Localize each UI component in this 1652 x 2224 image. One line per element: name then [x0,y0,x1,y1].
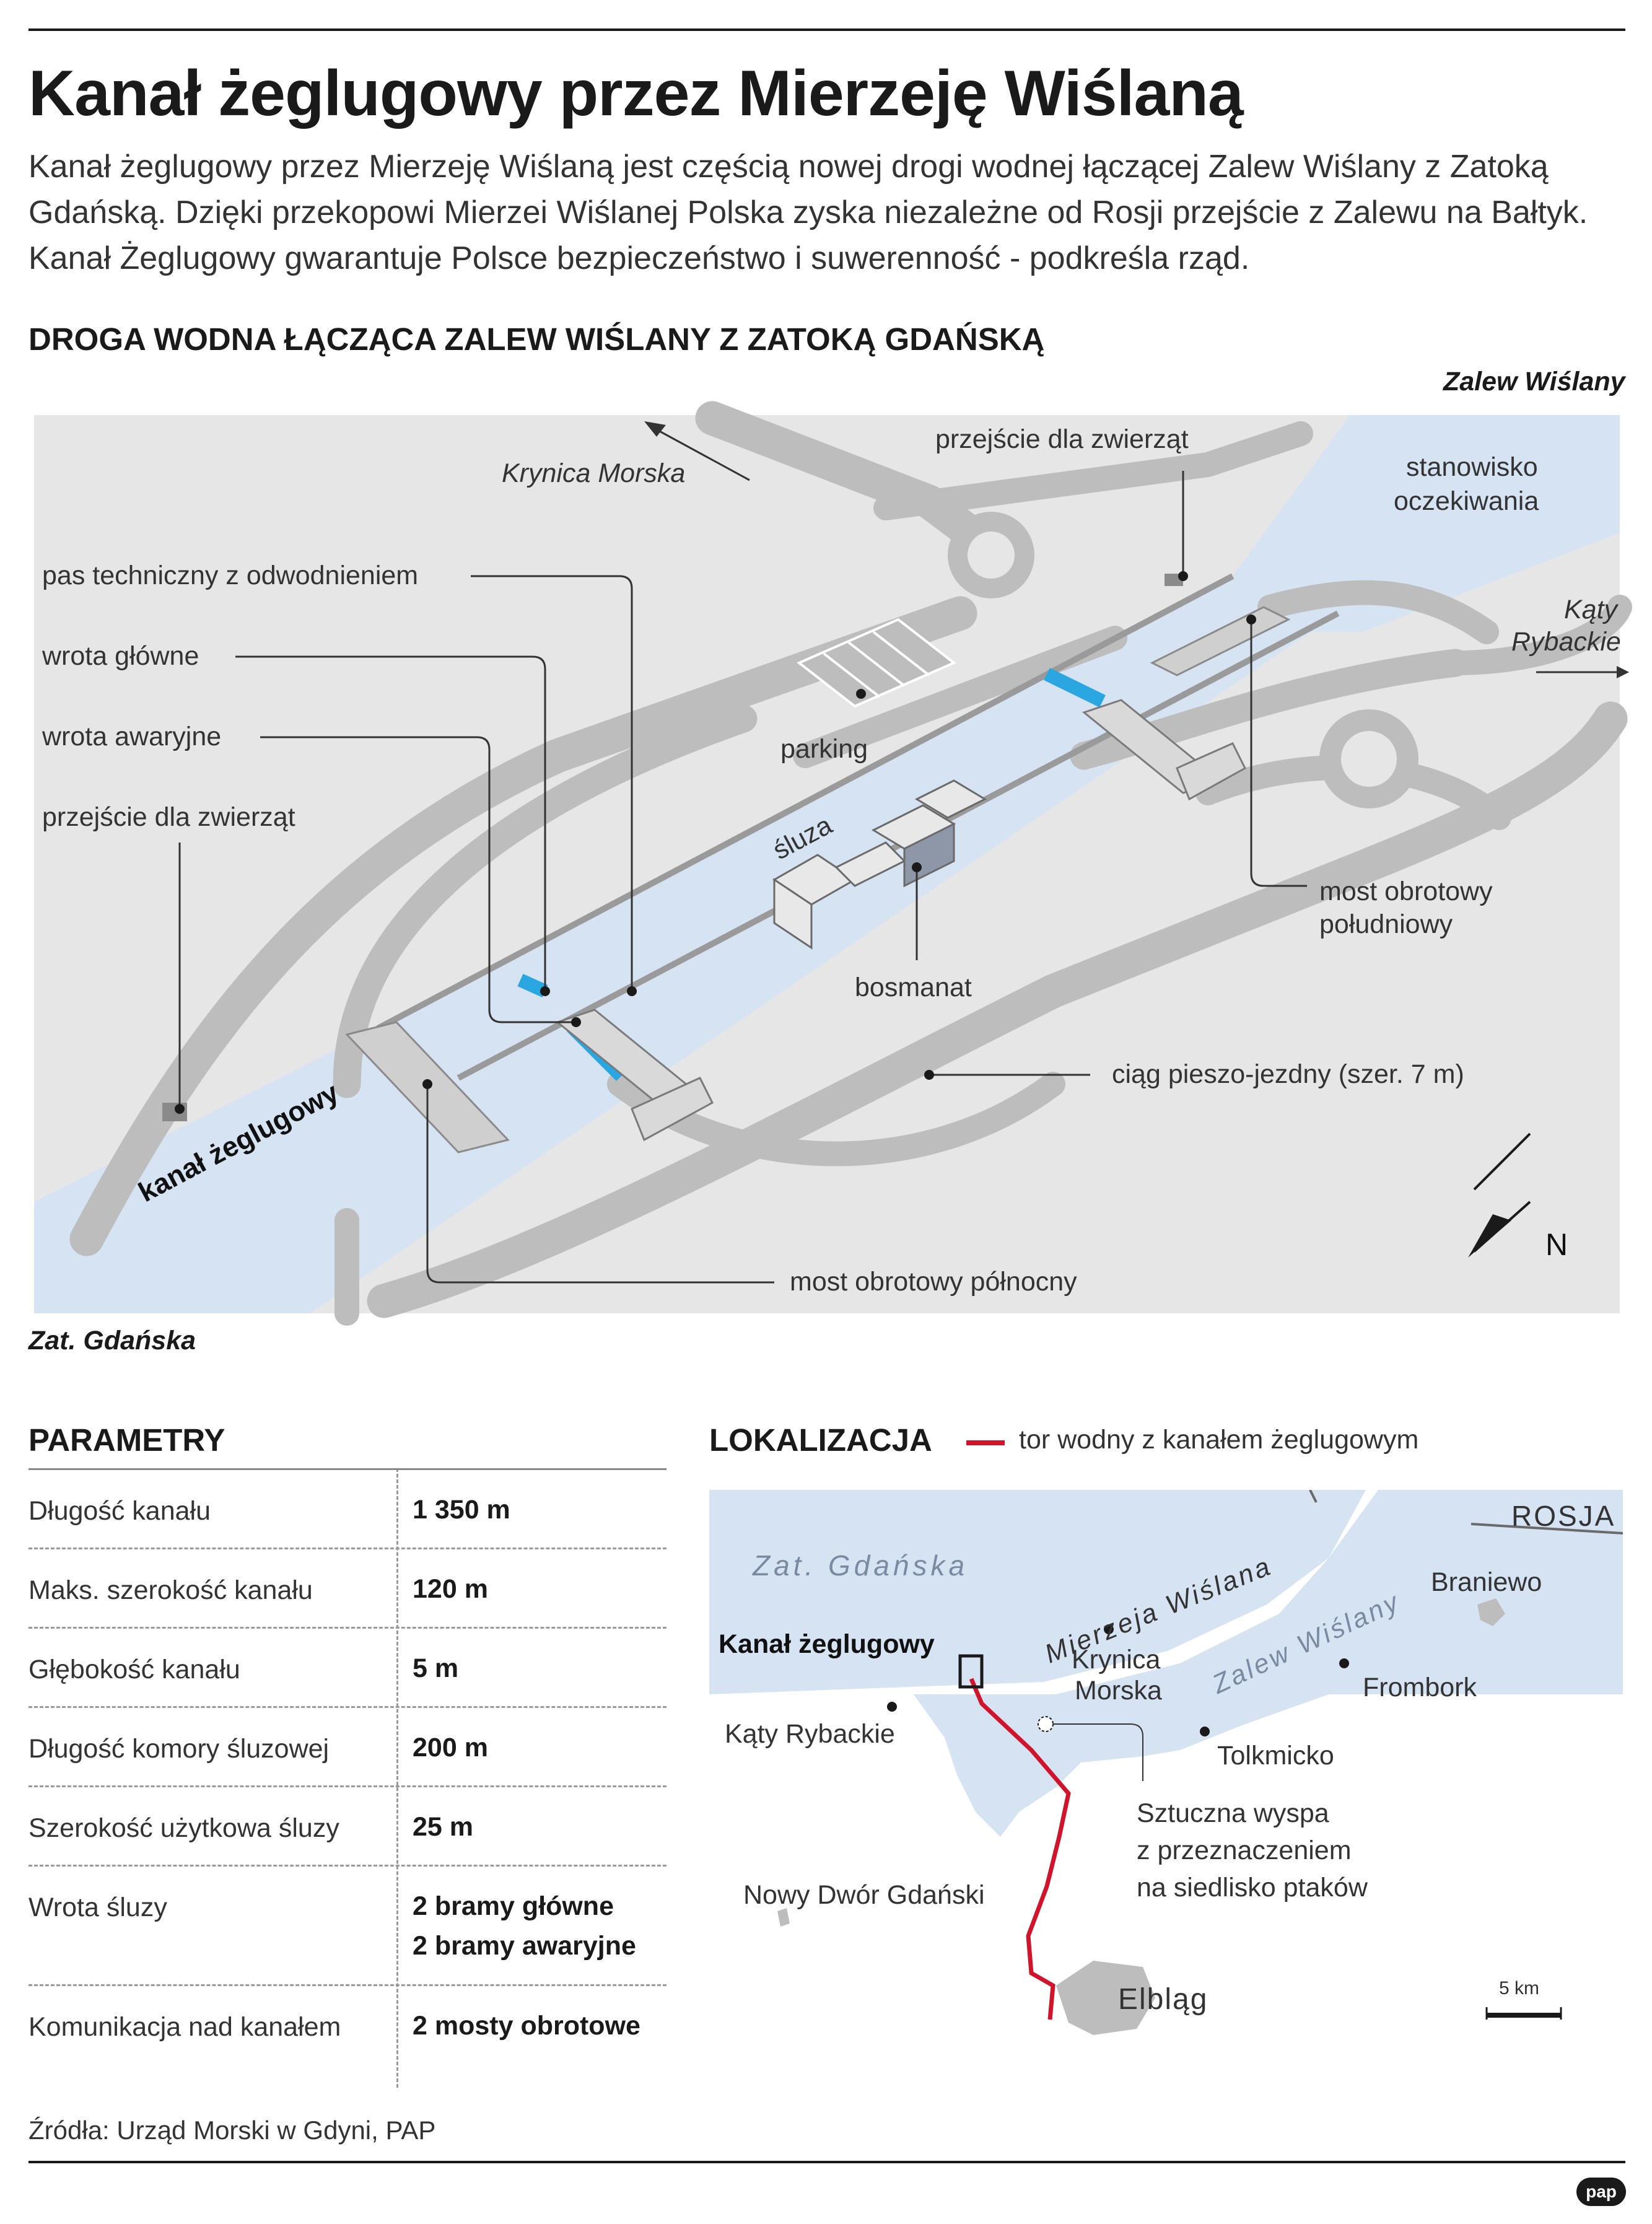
pap-logo: pap [1576,2178,1626,2206]
location-map [709,1490,1623,2035]
map-label-krynica-2: Morska [1075,1676,1162,1705]
main-gate-south [1044,668,1106,707]
pap-logo-text: pap [1586,2182,1617,2201]
map-label-tolkmicko: Tolkmicko [1217,1741,1334,1771]
table-column-divider [396,1468,398,2088]
artificial-island [1038,1716,1054,1732]
map-label-island-3: na siedlisko ptaków [1137,1873,1368,1902]
label-animal-crossing-left: przejście dla zwierząt [42,802,295,832]
map-label-island-1: Sztuczna wyspa [1137,1798,1329,1828]
label-parking: parking [780,734,868,764]
scale-bar [1485,2007,1562,2020]
map-label-russia: ROSJA [1511,1500,1616,1532]
map-label-frombork: Frombork [1363,1673,1477,1702]
diagram-heading: DROGA WODNA ŁĄCZĄCA ZALEW WIŚLANY Z ZATO… [28,322,1045,357]
canal-location-box [958,1654,984,1689]
canal-diagram [34,401,1632,1326]
map-label-canal: Kanał żeglugowy [719,1629,935,1659]
map-label-nowy-dwor: Nowy Dwór Gdański [743,1880,985,1910]
lock-building-north [631,1077,714,1142]
page-title: Kanał żeglugowy przez Mierzeję Wiślaną [28,58,1244,129]
parameters-heading: PARAMETRY [28,1422,225,1458]
sources: Źródła: Urząd Morski w Gdyni, PAP [28,2116,436,2145]
lock-building-south [1176,742,1246,801]
map-label-scale: 5 km [1499,1978,1540,1999]
table-row: Maks. szerokość kanału 120 m [28,1549,666,1629]
table-row: Wrota śluzy 2 bramy główne 2 bramy awary… [28,1867,666,1986]
label-technical-strip: pas techniczny z odwodnieniem [42,561,419,590]
label-katy-2: Rybackie [1511,627,1621,657]
map-label-katy: Kąty Rybackie [725,1719,895,1749]
param-value-line-1: 2 bramy główne [413,1891,614,1921]
param-name: Długość komory śluzowej [28,1734,330,1764]
label-zalew-wislany: Zalew Wiślany [1443,367,1625,396]
nowy-dwor-area [777,1908,790,1927]
param-value: 25 m [413,1812,474,1842]
bridge-south [1150,606,1291,676]
bosmanat-buildings [772,779,987,950]
label-gdansk-bay: Zat. Gdańska [28,1326,196,1355]
param-name: Wrota śluzy [28,1893,167,1922]
label-harbour-master: bosmanat [855,973,972,1002]
label-bridge-north: most obrotowy północny [790,1267,1077,1297]
intro-paragraph: Kanał żeglugowy przez Mierzeję Wiślaną j… [28,149,1588,276]
table-row: Długość komory śluzowej 200 m [28,1708,666,1787]
label-pedestrian-road: ciąg pieszo-jezdny (szer. 7 m) [1112,1059,1464,1089]
canal-bank-north [376,573,1235,1031]
braniewo-area [1477,1598,1505,1626]
elblag-area [1056,1961,1155,2035]
label-animal-crossing-top: przejście dla zwierząt [935,424,1189,454]
lagoon [914,1490,1623,1837]
label-waiting-area-2: oczekiwania [1394,486,1539,516]
map-label-krynica-1: Krynica [1072,1645,1161,1675]
label-north: N [1545,1227,1568,1262]
param-value-line-2: 2 bramy awaryjne [413,1931,636,1961]
table-row: Szerokość użytkowa śluzy 25 m [28,1787,666,1867]
label-waiting-area-1: stanowisko [1406,452,1538,482]
param-value: 1 350 m [413,1495,510,1525]
param-value: 2 bramy główne 2 bramy awaryjne [413,1886,636,1966]
param-value: 5 m [413,1653,459,1683]
label-emergency-gates: wrota awaryjne [42,722,222,751]
table-row: Długość kanału 1 350 m [28,1468,666,1549]
russia-border [1471,1523,1623,1534]
table-row: Głębokość kanału 5 m [28,1629,666,1708]
location-heading: LOKALIZACJA [709,1422,932,1458]
parameters-table: Długość kanału 1 350 m Maks. szerokość k… [28,1468,666,2064]
map-label-elblag: Elbląg [1118,1983,1208,2016]
bottom-rule [28,2161,1625,2163]
roundabout-south-center [1341,731,1397,787]
param-name: Szerokość użytkowa śluzy [28,1813,339,1843]
top-rule [28,28,1625,31]
label-bridge-south-1: most obrotowy [1319,877,1493,906]
label-bridge-south-2: południowy [1319,909,1453,939]
north-arrow-icon [1468,1132,1531,1258]
param-value: 120 m [413,1574,488,1604]
param-value: 200 m [413,1733,488,1762]
table-row: Komunikacja nad kanałem 2 mosty obrotowe [28,1986,666,2064]
map-label-braniewo: Braniewo [1431,1567,1542,1597]
legend-route-swatch [966,1440,1005,1445]
param-name: Komunikacja nad kanałem [28,2012,341,2042]
param-value: 2 mosty obrotowe [413,2011,640,2041]
parking-lot [797,618,956,708]
label-main-gates: wrota główne [42,641,199,671]
param-name: Maks. szerokość kanału [28,1575,313,1605]
param-name: Długość kanału [28,1496,211,1526]
bay-water [34,1258,161,1313]
legend-route-label: tor wodny z kanałem żeglugowym [1019,1425,1419,1455]
label-krynica-morska: Krynica Morska [502,458,686,488]
leader-lines [178,425,1617,1284]
arrow-katy [1617,666,1629,678]
label-katy-1: Kąty [1564,595,1618,624]
map-label-island-2: z przeznaczeniem [1137,1836,1352,1865]
param-name: Głębokość kanału [28,1655,240,1684]
waterway-route [969,1678,1071,2020]
map-label-gdansk-bay: Zat. Gdańska [753,1549,969,1582]
arrow-krynica [644,421,666,437]
roundabout-north-center [968,532,1015,579]
